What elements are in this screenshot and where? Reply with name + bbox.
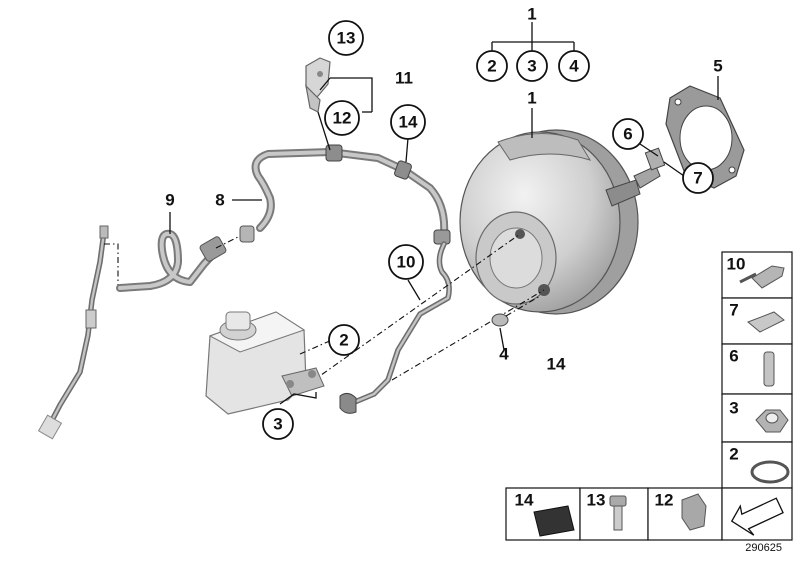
legend-label-2: 2 [729,445,738,464]
hose-bracket [305,57,331,113]
callout-14-top: 14 [399,113,418,132]
callout-13: 13 [337,29,356,48]
brake-fluid-reservoir [205,311,325,415]
callout-11: 11 [395,69,413,88]
callout-2-top: 2 [487,57,496,76]
callout-4-mid: 4 [499,345,509,364]
callout-2-mid: 2 [339,331,348,350]
callout-5: 5 [713,57,722,76]
legend-label-12: 12 [655,491,674,510]
callout-12: 12 [333,109,352,128]
legend-label-6: 6 [729,347,738,366]
arrow-icon [730,497,784,536]
callout-4-top: 4 [569,57,579,76]
vacuum-hose-with-valve [116,225,255,292]
legend-label-13: 13 [587,491,606,510]
callout-8: 8 [215,191,224,210]
left-brake-line [37,225,109,440]
callout-7: 7 [693,169,702,188]
legend-side: 10 7 6 3 2 [721,251,793,489]
legend-label-14: 14 [515,491,534,510]
diagram-reference-number: 290625 [745,542,782,554]
callout-1-top: 1 [527,5,536,24]
legend-label-3: 3 [729,399,738,418]
brake-booster [459,129,666,315]
legend-label-7: 7 [729,301,738,320]
callout-9: 9 [165,191,174,210]
booster-gasket [665,85,745,189]
brake-pipe-10 [339,241,452,414]
callout-3-reservoir: 3 [273,415,282,434]
main-vacuum-hose [251,144,451,245]
o-ring [491,313,509,327]
callout-3-top: 3 [527,57,536,76]
callout-14-free: 14 [547,355,566,374]
legend-bottom: 14 13 12 [505,487,793,541]
callout-6: 6 [623,125,632,144]
callout-10: 10 [397,253,416,272]
callout-1-booster: 1 [527,89,536,108]
legend-label-10: 10 [727,255,746,274]
